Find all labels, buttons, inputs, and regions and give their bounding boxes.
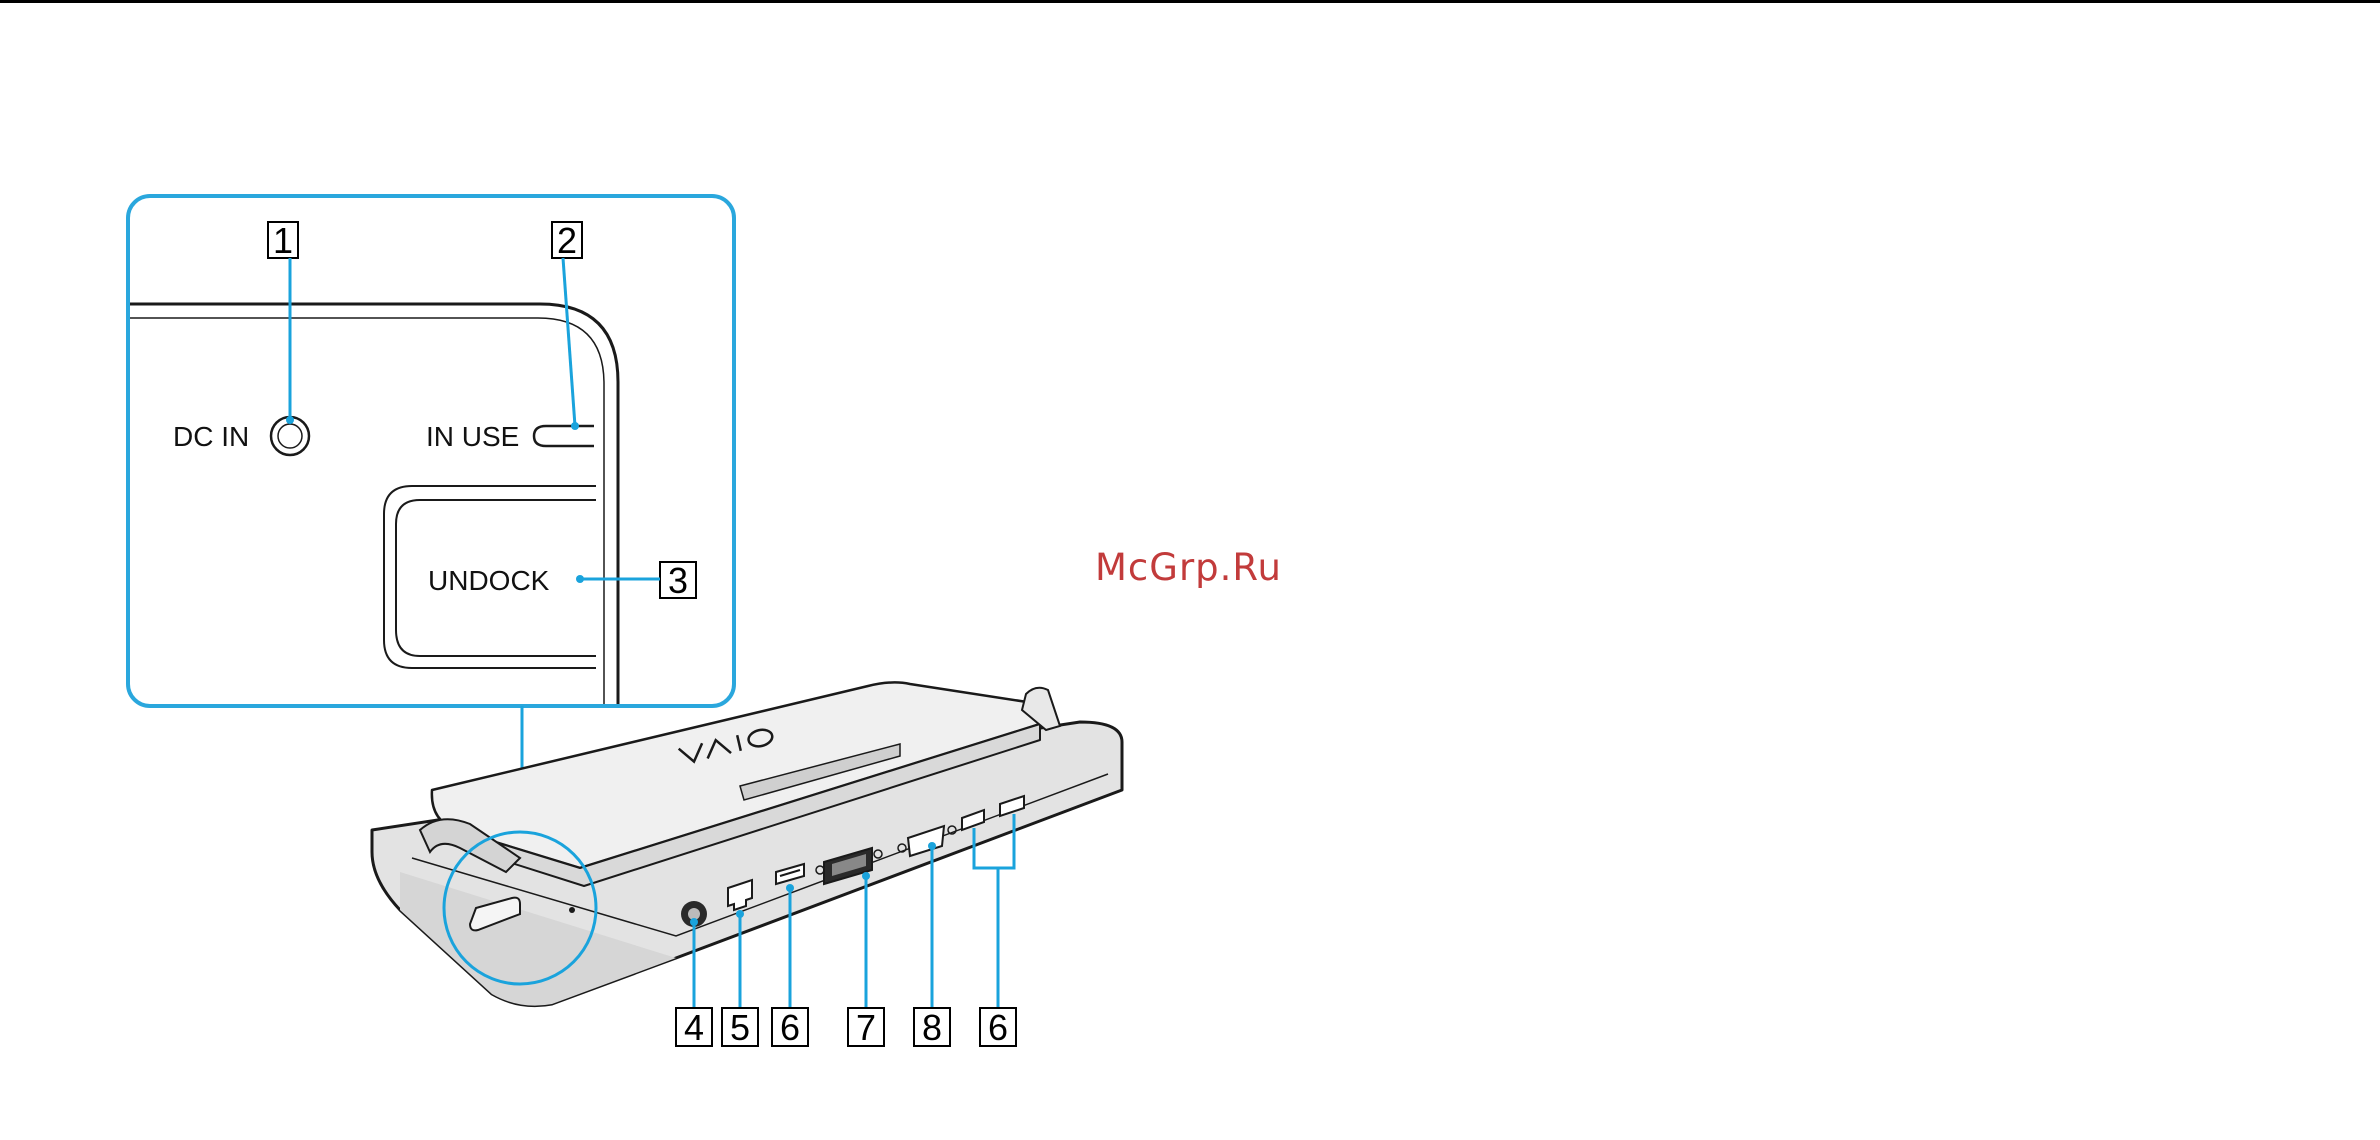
svg-text:8: 8 — [922, 1007, 942, 1048]
callout-7: 7 — [848, 872, 884, 1048]
in-use-label: IN USE — [426, 421, 519, 452]
undock-label: UNDOCK — [428, 565, 550, 596]
svg-text:4: 4 — [684, 1007, 704, 1048]
dc-in-label: DC IN — [173, 421, 249, 452]
svg-text:6: 6 — [988, 1007, 1008, 1048]
svg-text:3: 3 — [668, 560, 688, 601]
callout-8: 8 — [914, 842, 950, 1048]
inset-panel: DC IN IN USE UNDOCK — [128, 196, 734, 706]
svg-text:2: 2 — [557, 220, 577, 261]
svg-text:6: 6 — [780, 1007, 800, 1048]
svg-text:1: 1 — [273, 220, 293, 261]
callout-6b: 6 — [974, 814, 1016, 1048]
docking-station — [372, 682, 1122, 1005]
watermark-text: McGrp.Ru — [1095, 546, 1282, 589]
svg-text:7: 7 — [856, 1007, 876, 1048]
svg-text:5: 5 — [730, 1007, 750, 1048]
